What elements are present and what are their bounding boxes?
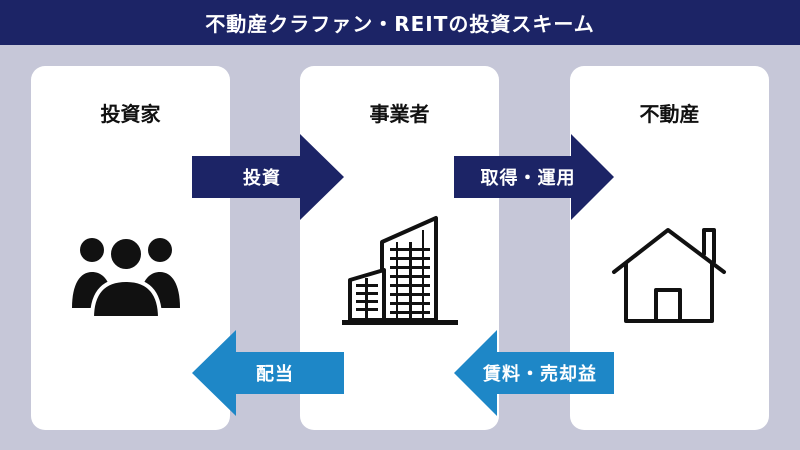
arrow-label-dividend: 配当 <box>256 364 294 385</box>
arrow-label-invest: 投資 <box>243 168 281 189</box>
node-label-operator: 事業者 <box>369 102 430 126</box>
arrow-invest: 投資 <box>192 134 344 220</box>
office-buildings-icon <box>342 216 458 325</box>
header-bar: 不動産クラファン・REITの投資スキーム <box>0 0 800 45</box>
house-icon <box>612 228 726 323</box>
people-group-icon <box>72 235 180 320</box>
node-label-investor: 投資家 <box>100 102 161 126</box>
arrow-invest-shape <box>192 134 344 220</box>
arrow-acquire-shape <box>454 134 614 220</box>
arrow-rent-shape <box>454 330 614 416</box>
node-label-real-estate: 不動産 <box>639 102 700 126</box>
arrow-rent: 賃料・売却益 <box>454 330 614 416</box>
diagram-title: 不動産クラファン・REITの投資スキーム <box>205 12 595 36</box>
arrow-dividend-shape <box>192 330 344 416</box>
arrow-label-acquire: 取得・運用 <box>480 168 576 189</box>
arrow-dividend: 配当 <box>192 330 344 416</box>
arrow-acquire: 取得・運用 <box>454 134 614 220</box>
arrow-label-rent: 賃料・売却益 <box>483 364 597 385</box>
